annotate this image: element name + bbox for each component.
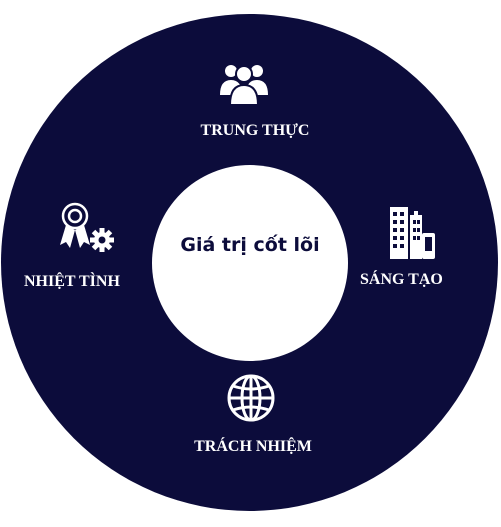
people-icon <box>220 65 268 106</box>
award-gear-icon <box>60 202 114 252</box>
value-label-trach-nhiem: TRÁCH NHIỆM <box>194 438 312 455</box>
center-circle <box>152 165 348 361</box>
center-title: Giá trị cốt lõi <box>180 234 320 256</box>
buildings-icon <box>390 207 435 259</box>
value-label-nhiet-tinh: NHIỆT TÌNH <box>24 273 120 290</box>
globe-icon <box>227 374 275 422</box>
value-label-sang-tao: SÁNG TẠO <box>360 271 443 288</box>
value-label-trung-thuc: TRUNG THỰC <box>200 122 310 139</box>
